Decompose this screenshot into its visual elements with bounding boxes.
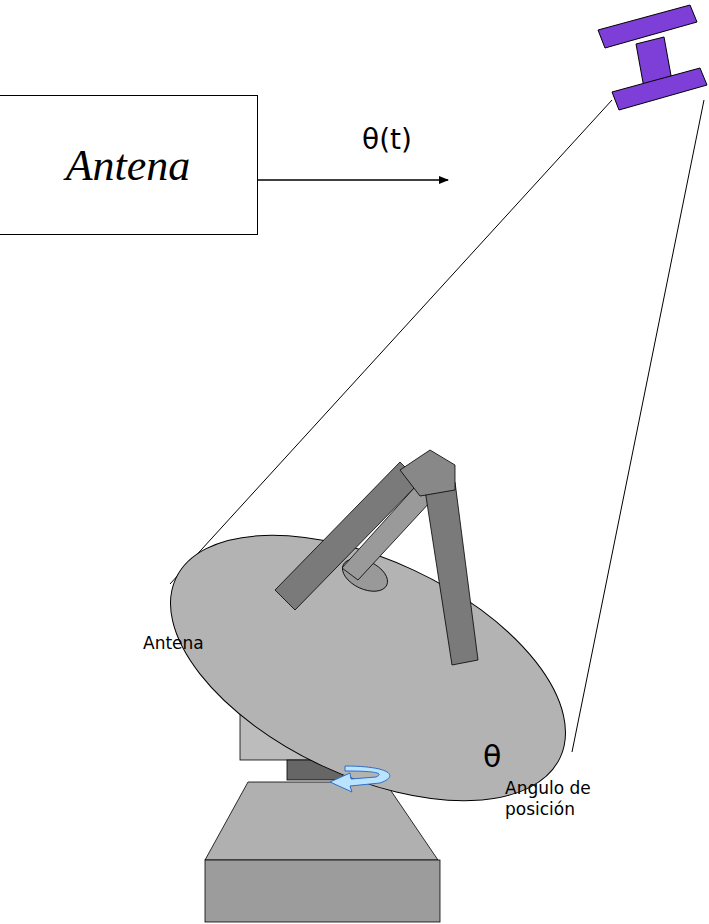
satellite (598, 5, 707, 110)
dish (130, 481, 606, 856)
signal-label: θ(t) (362, 122, 412, 157)
beam-line (572, 100, 704, 752)
block-title: Antena (66, 140, 191, 191)
signal-arrow (258, 179, 448, 181)
feed-arms (275, 450, 478, 665)
block-box: Antena (0, 95, 258, 235)
base-block (205, 860, 440, 922)
rotation-arrow (330, 766, 390, 792)
part-label: Antena (143, 633, 204, 654)
angle-symbol: θ (483, 738, 501, 776)
part-label: Angulo de posición (505, 778, 617, 821)
